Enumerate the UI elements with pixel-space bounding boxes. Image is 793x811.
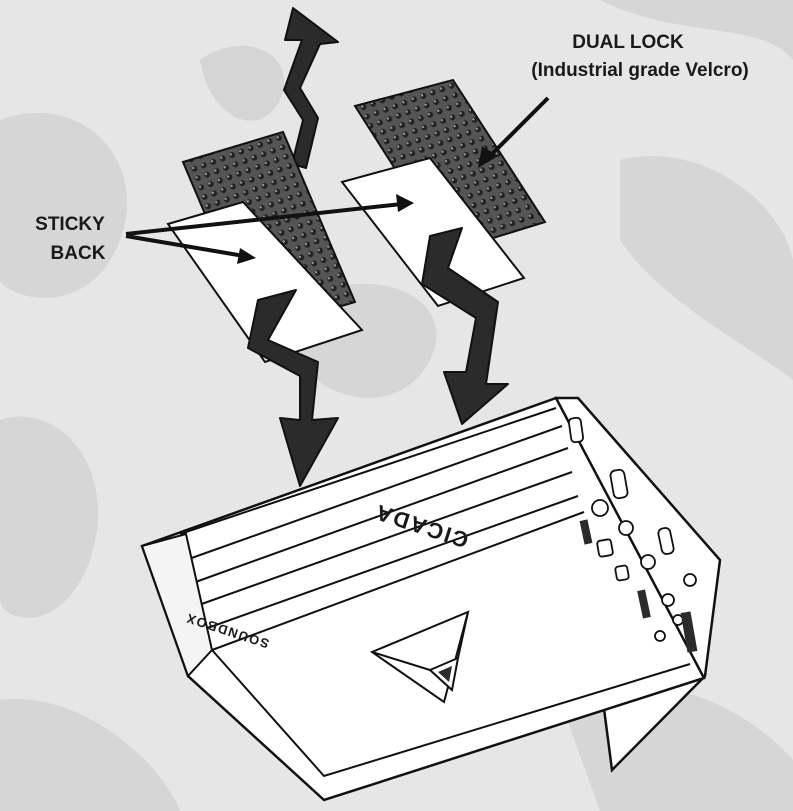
- dual-lock-title: DUAL LOCK: [572, 32, 684, 53]
- dual-lock-subtitle: (Industrial grade Velcro): [531, 60, 749, 81]
- sticky-back-line1: STICKY: [35, 214, 105, 235]
- sticky-back-line2: BACK: [51, 243, 106, 264]
